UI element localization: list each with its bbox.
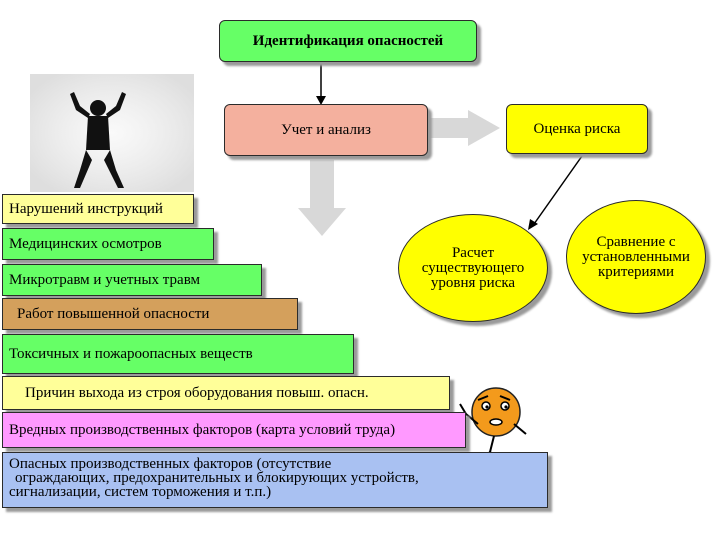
title-box: Идентификация опасностей bbox=[219, 20, 477, 62]
stair-step-dangerous: Опасных производственных факторов (отсут… bbox=[2, 452, 548, 508]
calc-line-1: Расчет bbox=[451, 244, 495, 261]
arrow-right-block bbox=[430, 110, 500, 146]
stair-label-microtrauma: Микротравм и учетных травм bbox=[9, 272, 201, 288]
compare-line-2: установленными bbox=[582, 248, 690, 265]
stair-label-equipment: Причин выхода из строя оборудования повы… bbox=[25, 385, 369, 401]
stair-label-medical: Медицинских осмотров bbox=[9, 236, 162, 252]
arrow-down-block bbox=[298, 160, 346, 236]
stair-step-medical: Медицинских осмотров bbox=[2, 228, 214, 260]
stair-label-toxic: Токсичных и пожароопасных веществ bbox=[9, 346, 253, 362]
worried-face-icon bbox=[459, 387, 527, 461]
stair-label-high-danger: Работ повышенной опасности bbox=[17, 306, 210, 322]
stair-step-instructions: Нарушений инструкций bbox=[2, 194, 194, 224]
person-silhouette-image bbox=[30, 74, 194, 192]
arrow-risk-to-calc bbox=[528, 155, 583, 230]
stair-step-toxic: Токсичных и пожароопасных веществ bbox=[2, 334, 354, 374]
stair-label-dangerous-line-1: Опасных производственных факторов (отсут… bbox=[9, 456, 332, 472]
stair-label-instructions: Нарушений инструкций bbox=[9, 201, 163, 217]
stair-step-high-danger: Работ повышенной опасности bbox=[2, 298, 298, 330]
calc-line-3: уровня риска bbox=[430, 274, 516, 291]
arrow-down-title bbox=[316, 62, 326, 105]
stair-label-dangerous-line-3: сигнализации, систем торможения и т.п.) bbox=[9, 484, 272, 500]
stair-label-harmful: Вредных производственных факторов (карта… bbox=[9, 422, 396, 438]
calc-line-2: существующего bbox=[421, 259, 525, 276]
compare-line-3: критериями bbox=[598, 263, 674, 280]
stair-step-harmful: Вредных производственных факторов (карта… bbox=[2, 412, 466, 448]
accounting-box: Учет и анализ bbox=[224, 104, 428, 156]
calc-ellipse: Расчет существующего уровня риска bbox=[398, 214, 548, 322]
risk-text: Оценка риска bbox=[533, 121, 621, 137]
stair-step-equipment: Причин выхода из строя оборудования повы… bbox=[2, 376, 450, 410]
accounting-text: Учет и анализ bbox=[281, 122, 371, 138]
title-text: Идентификация опасностей bbox=[252, 33, 444, 49]
stair-step-microtrauma: Микротравм и учетных травм bbox=[2, 264, 262, 296]
compare-ellipse: Сравнение с установленными критериями bbox=[566, 200, 706, 314]
risk-box: Оценка риска bbox=[506, 104, 648, 154]
compare-line-1: Сравнение с bbox=[596, 233, 676, 250]
stair-label-dangerous-line-2: ограждающих, предохранительных и блокиру… bbox=[15, 470, 419, 486]
